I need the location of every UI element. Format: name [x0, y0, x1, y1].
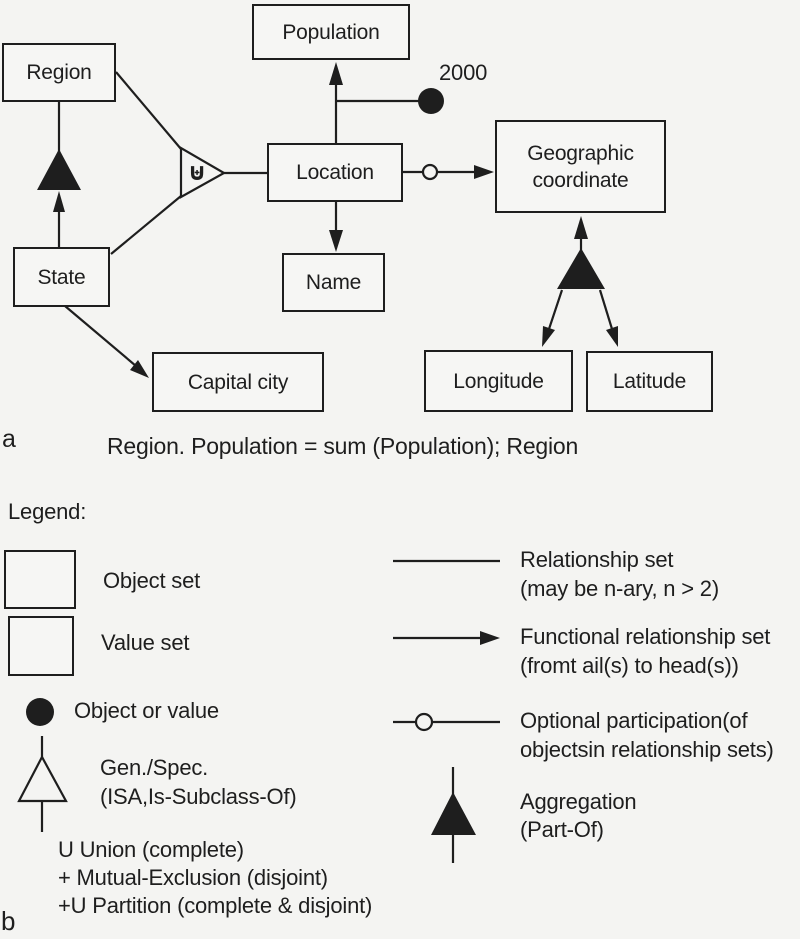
- derivation-caption: Region. Population = sum (Population); R…: [107, 433, 579, 459]
- legend-aggregation-triangle: [431, 792, 476, 835]
- arrowhead-into-name: [329, 230, 343, 252]
- legend-union-label: U Union (complete): [58, 837, 244, 862]
- node-latitude: Latitude: [586, 351, 713, 412]
- legend-genspec-label-line2: (ISA,Is-Subclass-Of): [100, 784, 297, 809]
- object-annotation-2000: 2000: [439, 60, 488, 85]
- section-label-b: b: [1, 906, 16, 936]
- legend-object-or-value-dot: [26, 698, 54, 726]
- edge-state-capital: [64, 305, 137, 367]
- legend-relationship-label-line2: (may be n-ary, n > 2): [520, 576, 719, 601]
- legend-genspec-triangle: [17, 754, 68, 803]
- arrowhead-into-capital-city: [130, 360, 149, 378]
- legend-title: Legend:: [8, 499, 87, 524]
- legend-object-or-value-label: Object or value: [74, 698, 219, 723]
- legend-optional-circle: [414, 712, 434, 732]
- legend-optional-label-line2: objectsin relationship sets): [520, 737, 774, 762]
- arrowhead-into-latitude: [606, 326, 618, 347]
- legend-aggregation-label-line1: Aggregation: [520, 789, 637, 814]
- partition-symbol: ⊎: [187, 158, 207, 186]
- aggregation-triangle-region-state: [37, 149, 81, 190]
- section-label-a: a: [2, 425, 16, 453]
- node-geographic-coordinate: Geographic coordinate: [495, 120, 666, 213]
- genspec-partition-triangle: [179, 146, 227, 199]
- edge-region-genspec: [115, 71, 182, 150]
- node-capital-city: Capital city: [152, 352, 324, 412]
- legend-aggregation-label-line2: (Part-Of): [520, 817, 604, 842]
- node-population: Population: [252, 4, 410, 60]
- edge-aggregation-latitude: [598, 289, 614, 330]
- arrowhead-into-geo: [474, 165, 494, 179]
- legend-partition-label: +U Partition (complete & disjoint): [58, 893, 373, 918]
- legend-object-set-label: Object set: [103, 568, 201, 593]
- node-state: State: [13, 247, 110, 307]
- legend-functional-arrowhead: [480, 631, 500, 645]
- node-name: Name: [282, 253, 385, 312]
- arrowhead-into-geo-aggregation: [574, 216, 588, 239]
- legend-functional-label-line1: Functional relationship set: [520, 624, 771, 649]
- edge-state-genspec: [110, 195, 182, 255]
- legend-functional-label-line2: (fromt ail(s) to head(s)): [520, 653, 739, 678]
- legend-mutual-exclusion-label: + Mutual-Exclusion (disjoint): [58, 865, 328, 890]
- legend-value-set-box: [8, 616, 74, 676]
- edge-aggregation-longitude: [547, 289, 564, 330]
- legend-object-set-box: [4, 550, 76, 609]
- node-location: Location: [267, 143, 403, 202]
- legend-genspec-label-line1: Gen./Spec.: [100, 755, 209, 780]
- arrowhead-into-longitude: [542, 326, 555, 347]
- legend-value-set-label: Value set: [101, 630, 190, 655]
- node-longitude: Longitude: [424, 350, 573, 412]
- arrowhead-into-population: [329, 62, 343, 85]
- arrowhead-into-region-aggregation: [53, 191, 65, 212]
- legend-relationship-label-line1: Relationship set: [520, 547, 674, 572]
- object-instance-dot: [418, 88, 444, 114]
- node-region: Region: [2, 43, 116, 102]
- aggregation-triangle-geo: [557, 248, 605, 289]
- legend-optional-label-line1: Optional participation(of: [520, 708, 748, 733]
- optional-participation-circle: [421, 163, 439, 181]
